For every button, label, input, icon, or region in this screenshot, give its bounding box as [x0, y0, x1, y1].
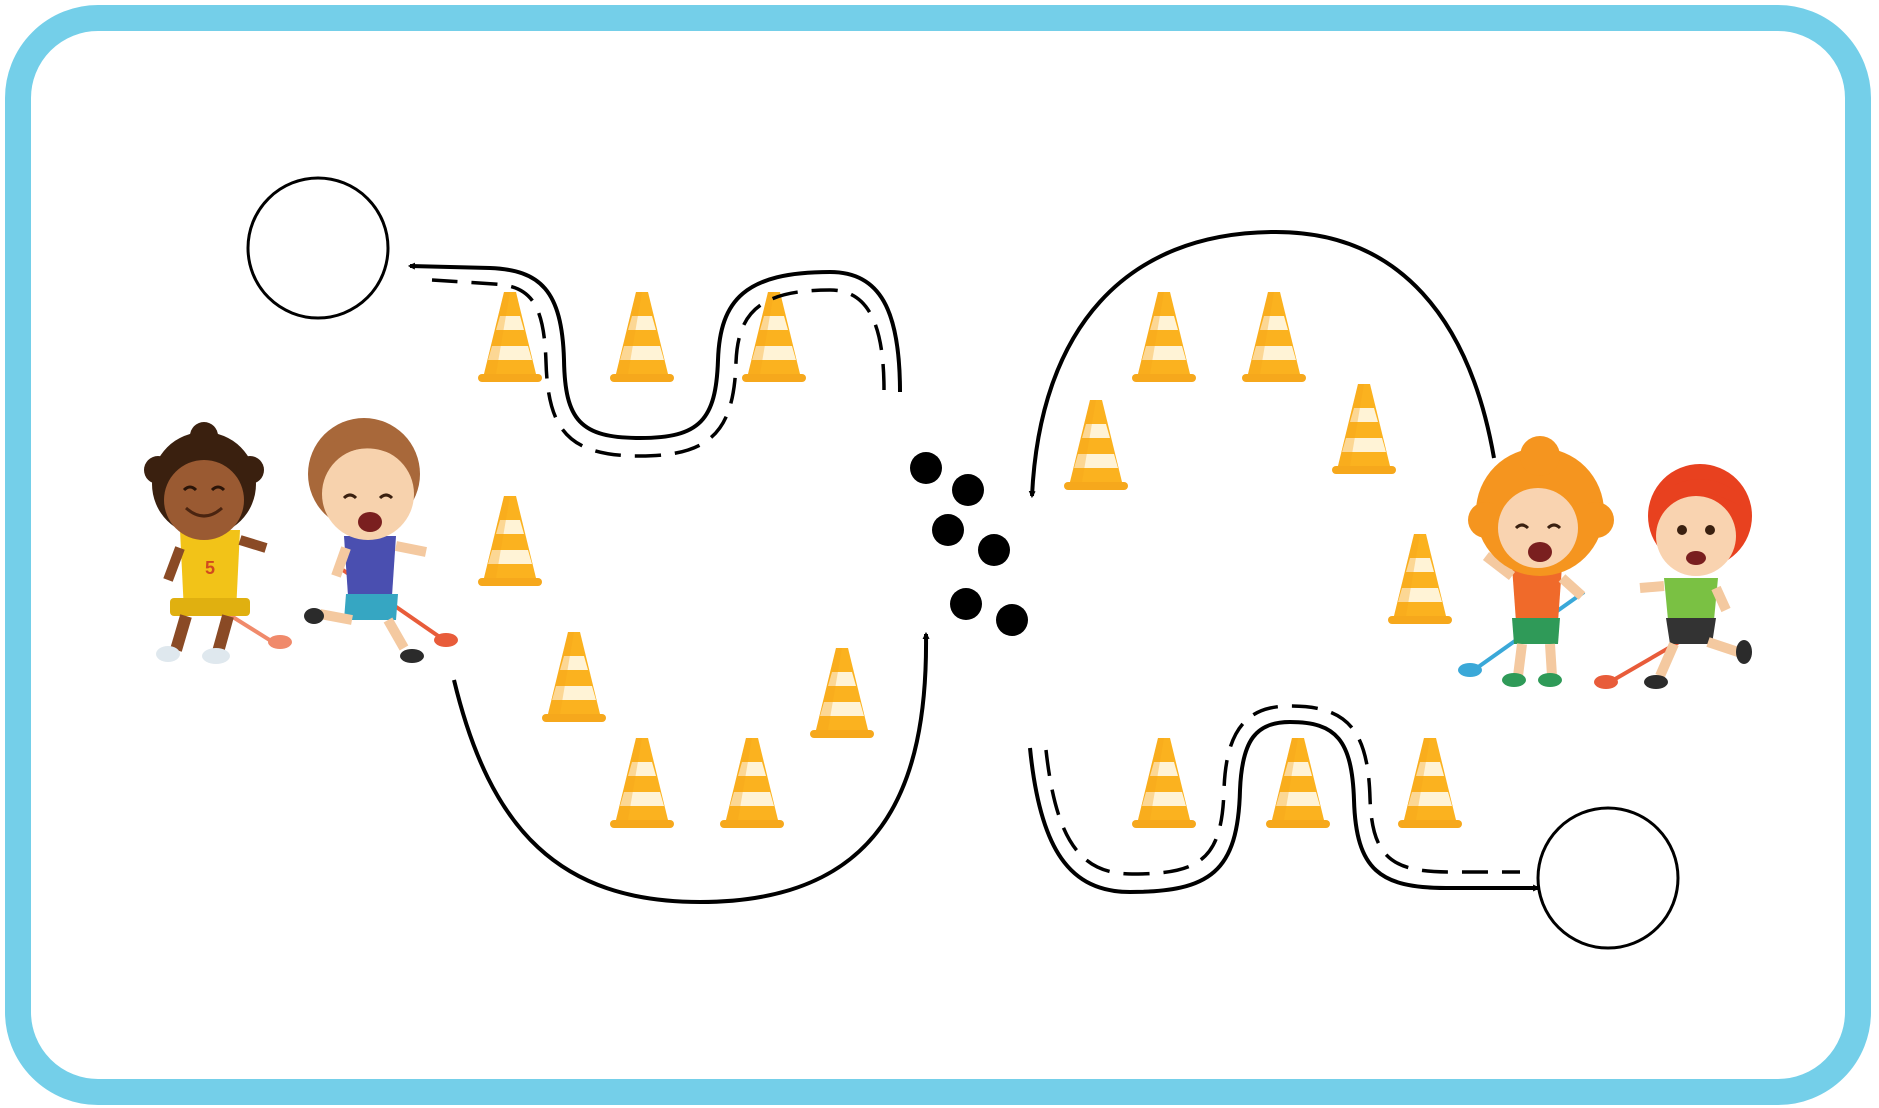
- dribble-path-top-left: [407, 262, 902, 458]
- target-circle-bottom-right: [1536, 806, 1680, 950]
- jersey-number: 5: [205, 558, 215, 578]
- target-circle-top-left: [246, 176, 390, 320]
- ball: [952, 474, 984, 506]
- ball: [932, 514, 964, 546]
- ball: [910, 452, 942, 484]
- ball: [996, 604, 1028, 636]
- player-curly-dark-hair: 5: [144, 422, 292, 664]
- dribble-path-bottom-right: [1028, 704, 1541, 895]
- ball: [978, 534, 1010, 566]
- ball-pile: [910, 452, 1028, 636]
- run-path-top-right: [1028, 229, 1496, 499]
- run-path-bottom-left: [452, 631, 930, 905]
- field-border: [5, 5, 1871, 1105]
- ball: [950, 588, 982, 620]
- player-brown-hair: [304, 418, 458, 663]
- player-orange-curly-hair: [1458, 436, 1614, 687]
- player-red-hair: [1594, 464, 1752, 689]
